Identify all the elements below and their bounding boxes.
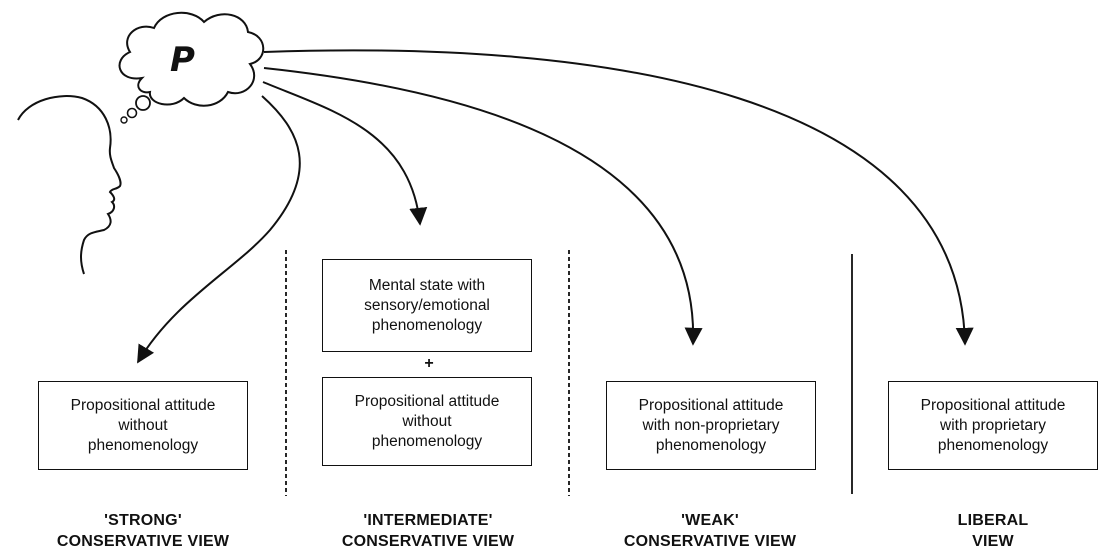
view-label-liberal: LIBERAL VIEW xyxy=(883,510,1099,552)
arrow-to-strong xyxy=(137,95,301,364)
view-label-line1: 'INTERMEDIATE' xyxy=(363,512,493,529)
view-label-line2: CONSERVATIVE VIEW xyxy=(341,533,515,550)
arrow-to-intermediate xyxy=(262,81,428,226)
view-label-line1: 'WEAK' xyxy=(681,512,739,529)
box-text: Propositional attitude without phenomeno… xyxy=(354,392,500,450)
thought-dot-medium xyxy=(126,107,138,119)
arrow-to-weak xyxy=(263,67,703,346)
plus-connector: + xyxy=(424,355,434,372)
view-label-line1: LIBERAL xyxy=(957,512,1029,529)
thought-dot-small xyxy=(120,116,128,124)
box-text: Propositional attitude with proprietary … xyxy=(920,396,1066,454)
box-strong-attitude: Propositional attitude without phenomeno… xyxy=(38,381,248,470)
view-label-line1: 'STRONG' xyxy=(104,512,182,529)
box-text: Mental state with sensory/emotional phen… xyxy=(364,276,490,334)
view-label-line2: CONSERVATIVE VIEW xyxy=(623,533,797,550)
box-weak-attitude: Propositional attitude with non-propriet… xyxy=(606,381,816,470)
thought-cloud-icon xyxy=(118,11,265,107)
thought-label: P xyxy=(170,40,195,80)
box-text: Propositional attitude without phenomeno… xyxy=(70,396,216,454)
box-intermediate-attitude: Propositional attitude without phenomeno… xyxy=(322,377,532,466)
arrow-to-liberal xyxy=(263,49,974,346)
box-intermediate-mental-state: Mental state with sensory/emotional phen… xyxy=(322,259,532,352)
view-label-strong: 'STRONG' CONSERVATIVE VIEW xyxy=(33,510,253,552)
box-liberal-attitude: Propositional attitude with proprietary … xyxy=(888,381,1098,470)
thought-dot-large xyxy=(135,95,151,111)
head-profile-icon xyxy=(17,95,122,275)
view-label-intermediate: 'INTERMEDIATE' CONSERVATIVE VIEW xyxy=(318,510,538,552)
view-label-weak: 'WEAK' CONSERVATIVE VIEW xyxy=(600,510,820,552)
view-label-line2: VIEW xyxy=(972,533,1014,550)
box-text: Propositional attitude with non-propriet… xyxy=(638,396,784,454)
view-label-line2: CONSERVATIVE VIEW xyxy=(56,533,230,550)
